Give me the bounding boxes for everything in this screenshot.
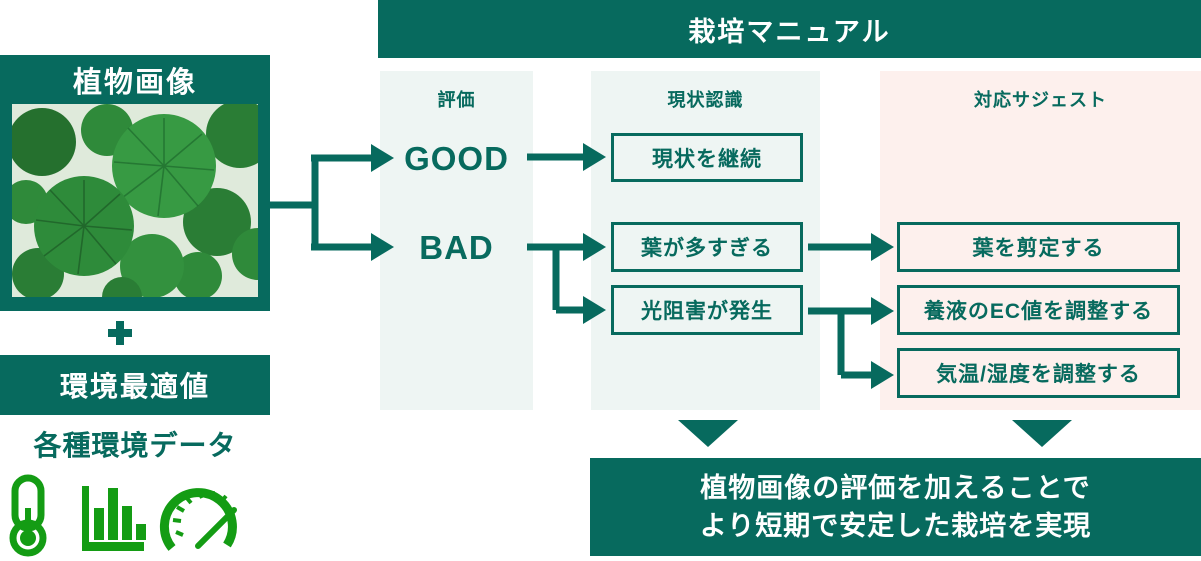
evaluation-bad-label: BAD: [419, 229, 494, 266]
column-status-header: 現状認識: [667, 90, 744, 110]
suggest-box-adjust-ec: 養液のEC値を調整する: [897, 285, 1180, 335]
conclusion-line2: より短期で安定した栽培を実現: [699, 511, 1092, 541]
suggest-box-adjust-temp-humidity: 気温/湿度を調整する: [897, 348, 1180, 398]
env-data-label: 各種環境データ: [33, 430, 237, 461]
down-arrow-suggest: [1012, 420, 1072, 447]
column-suggest: 対応サジェスト: [880, 71, 1201, 410]
down-arrow-status: [678, 420, 738, 447]
conclusion-banner: 植物画像の評価を加えることで より短期で安定した栽培を実現: [590, 458, 1201, 556]
evaluation-good-label: GOOD: [404, 140, 509, 177]
sensor-icons: [9, 474, 237, 557]
bar-chart-icon: [82, 486, 146, 551]
plant-image-card: 植物画像: [0, 55, 270, 311]
column-status: 現状認識: [591, 71, 820, 410]
column-evaluation: 評価: [380, 71, 533, 410]
conclusion-line1: 植物画像の評価を加えることで: [700, 473, 1091, 503]
gauge-icon: [159, 488, 237, 551]
suggest-box-prune-leaves: 葉を剪定する: [897, 222, 1180, 272]
env-optimal-banner: 環境最適値: [0, 355, 270, 415]
plant-image-title: 植物画像: [72, 66, 197, 99]
plus-icon: [108, 321, 132, 345]
status-box-too-many-leaves: 葉が多すぎる: [611, 222, 803, 272]
status-box-continue: 現状を継続: [611, 133, 803, 182]
column-suggest-header: 対応サジェスト: [974, 90, 1107, 110]
plant-photo: [12, 104, 258, 297]
column-evaluation-header: 評価: [437, 90, 476, 110]
manual-banner: 栽培マニュアル: [378, 0, 1201, 58]
thermometer-icon: [9, 474, 47, 557]
status-box-light-inhibition: 光阻害が発生: [611, 285, 803, 335]
